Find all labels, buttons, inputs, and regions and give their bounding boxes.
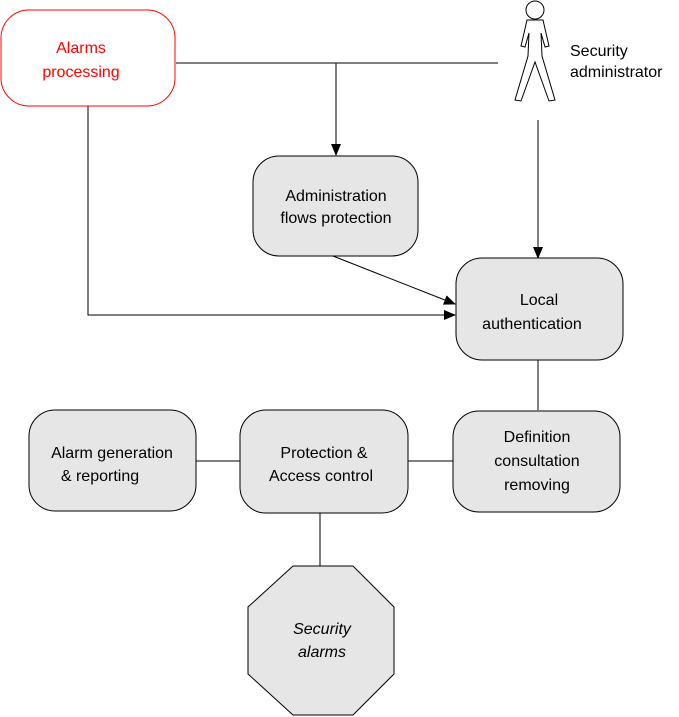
edge-alarms-to-local-auth (87, 106, 456, 320)
actor-security-administrator[interactable]: Security administrator (514, 0, 663, 102)
node-alarm-generation-label-1: Alarm generation (51, 445, 173, 462)
node-protection-label-1: Protection & (280, 445, 367, 462)
edges (87, 62, 543, 566)
node-security-alarms[interactable]: Security alarms (247, 565, 395, 716)
actor-label-2: administrator (570, 64, 663, 81)
node-definition-label-1: Definition (504, 429, 571, 446)
edge-admin-flows-to-local-auth (332, 255, 456, 305)
node-administration-flows-label-2: flows protection (280, 210, 391, 227)
person-icon (514, 0, 556, 102)
node-definition-label-2: consultation (494, 453, 579, 470)
node-administration-flows-label-1: Administration (285, 188, 386, 205)
node-local-authentication-label-2: authentication (482, 316, 582, 333)
node-alarms-processing-label-1: Alarms (56, 40, 106, 57)
node-alarms-processing-label-2: processing (42, 64, 119, 81)
node-local-authentication-label-1: Local (520, 292, 558, 309)
node-administration-flows-protection[interactable]: Administration flows protection (252, 155, 419, 257)
node-security-alarms-label-1: Security (293, 621, 352, 638)
node-definition-label-3: removing (504, 477, 570, 494)
node-alarm-generation-reporting[interactable]: Alarm generation & reporting (28, 409, 197, 512)
node-local-authentication[interactable]: Local authentication (455, 257, 624, 361)
node-protection-access-control[interactable]: Protection & Access control (239, 409, 409, 514)
node-security-alarms-label-2: alarms (298, 644, 346, 661)
node-alarms-processing[interactable]: Alarms processing (0, 9, 176, 107)
actor-label-1: Security (570, 43, 628, 60)
node-definition-consultation-removing[interactable]: Definition consultation removing (452, 410, 621, 513)
node-protection-label-2: Access control (269, 468, 373, 485)
node-alarm-generation-label-2: & reporting (61, 468, 139, 485)
